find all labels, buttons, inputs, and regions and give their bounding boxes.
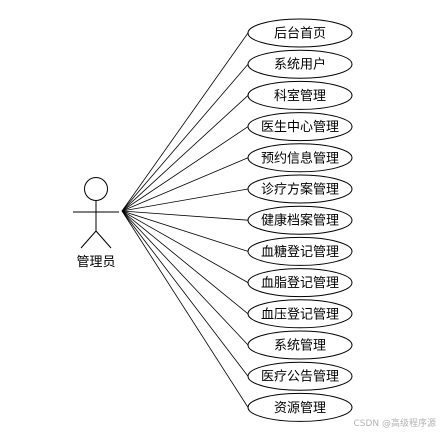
use-case-ellipse bbox=[247, 392, 353, 422]
use-case-label: 血压登记管理 bbox=[261, 307, 339, 322]
association-line bbox=[121, 210, 249, 283]
use-case-label: 后台首页 bbox=[274, 27, 326, 42]
use-case-ellipse bbox=[247, 268, 353, 298]
use-case: 系统管理 bbox=[247, 330, 353, 360]
use-case-ellipse bbox=[247, 112, 353, 142]
use-case: 预约信息管理 bbox=[247, 143, 353, 173]
actor-right-leg bbox=[95, 230, 112, 249]
use-case: 资源管理 bbox=[247, 392, 353, 422]
use-case-ellipse bbox=[247, 330, 353, 360]
association-lines bbox=[121, 32, 249, 408]
association-line bbox=[121, 210, 249, 408]
association-line bbox=[121, 63, 249, 212]
use-case: 健康档案管理 bbox=[247, 205, 353, 235]
use-case: 血脂登记管理 bbox=[247, 268, 353, 298]
association-line bbox=[121, 188, 249, 212]
use-case-label: 诊疗方案管理 bbox=[261, 182, 339, 198]
actor-label: 管理员 bbox=[76, 255, 115, 270]
use-case: 诊疗方案管理 bbox=[247, 174, 353, 204]
use-case-label: 系统用户 bbox=[274, 57, 326, 73]
use-case-ellipse bbox=[247, 49, 353, 79]
use-case-label: 科室管理 bbox=[274, 88, 326, 104]
use-case-ellipse bbox=[247, 205, 353, 235]
association-line bbox=[121, 157, 249, 212]
use-case-ellipse bbox=[247, 174, 353, 204]
association-line bbox=[121, 95, 249, 212]
use-case: 血糖登记管理 bbox=[247, 236, 353, 266]
use-case: 系统用户 bbox=[247, 49, 353, 79]
actor-head bbox=[84, 177, 108, 201]
use-case-ellipse bbox=[247, 143, 353, 173]
use-case-label: 医生中心管理 bbox=[261, 120, 339, 135]
actor-left-leg bbox=[80, 230, 97, 249]
association-line bbox=[121, 210, 249, 315]
use-case-label: 医疗公告管理 bbox=[261, 370, 339, 385]
association-line bbox=[121, 32, 249, 212]
use-case-label: 系统管理 bbox=[274, 339, 326, 354]
association-line bbox=[121, 210, 249, 252]
use-case: 医疗公告管理 bbox=[247, 361, 353, 391]
association-line bbox=[121, 210, 249, 377]
use-case: 血压登记管理 bbox=[247, 299, 353, 329]
use-case-label: 血糖登记管理 bbox=[261, 244, 339, 260]
association-line bbox=[121, 210, 249, 346]
use-case-group: 后台首页系统用户科室管理医生中心管理预约信息管理诊疗方案管理健康档案管理血糖登记… bbox=[247, 18, 353, 422]
use-case-ellipse bbox=[247, 361, 353, 391]
watermark: CSDN @高级程序源 bbox=[353, 417, 436, 429]
use-case-ellipse bbox=[247, 236, 353, 266]
use-case: 科室管理 bbox=[247, 80, 353, 110]
use-case-ellipse bbox=[247, 299, 353, 329]
use-case: 医生中心管理 bbox=[247, 112, 353, 142]
use-case-label: 血脂登记管理 bbox=[261, 276, 339, 291]
use-case: 后台首页 bbox=[247, 18, 353, 48]
use-case-label: 预约信息管理 bbox=[261, 150, 339, 166]
use-case-label: 资源管理 bbox=[274, 401, 326, 416]
association-line bbox=[121, 210, 249, 221]
actor-figure: 管理员 bbox=[73, 177, 119, 270]
use-case-ellipse bbox=[247, 80, 353, 110]
use-case-label: 健康档案管理 bbox=[261, 213, 339, 229]
association-line bbox=[121, 126, 249, 212]
use-case-ellipse bbox=[247, 18, 353, 48]
